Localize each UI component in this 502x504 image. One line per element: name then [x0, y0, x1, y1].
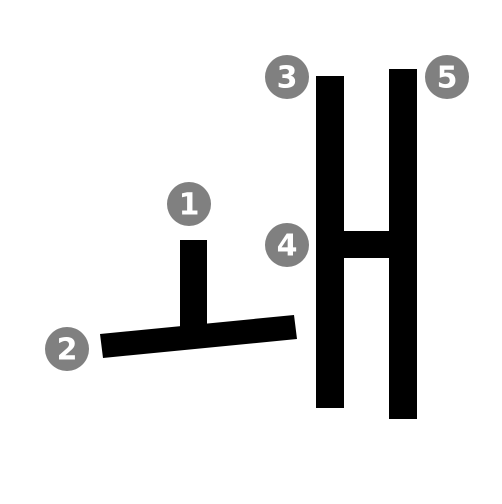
stroke-marker-5: 5 — [425, 55, 469, 99]
marker-circle — [45, 327, 89, 371]
stroke-5 — [389, 69, 417, 419]
marker-label: 5 — [437, 61, 458, 96]
stroke-2 — [100, 315, 297, 358]
marker-circle — [425, 55, 469, 99]
stroke-marker-4: 4 — [265, 223, 309, 267]
stroke-1 — [180, 240, 207, 329]
stroke-marker-3: 3 — [265, 55, 309, 99]
marker-label: 2 — [57, 333, 78, 368]
marker-label: 1 — [179, 188, 200, 223]
character-strokes — [100, 69, 417, 419]
marker-circle — [167, 182, 211, 226]
stroke-marker-1: 1 — [167, 182, 211, 226]
marker-circle — [265, 55, 309, 99]
stroke-4 — [340, 231, 392, 258]
stroke-marker-2: 2 — [45, 327, 89, 371]
stroke-3 — [316, 76, 344, 408]
marker-label: 4 — [277, 229, 298, 264]
stroke-order-markers: 1 2 3 4 5 — [45, 55, 469, 371]
marker-circle — [265, 223, 309, 267]
marker-label: 3 — [277, 61, 298, 96]
